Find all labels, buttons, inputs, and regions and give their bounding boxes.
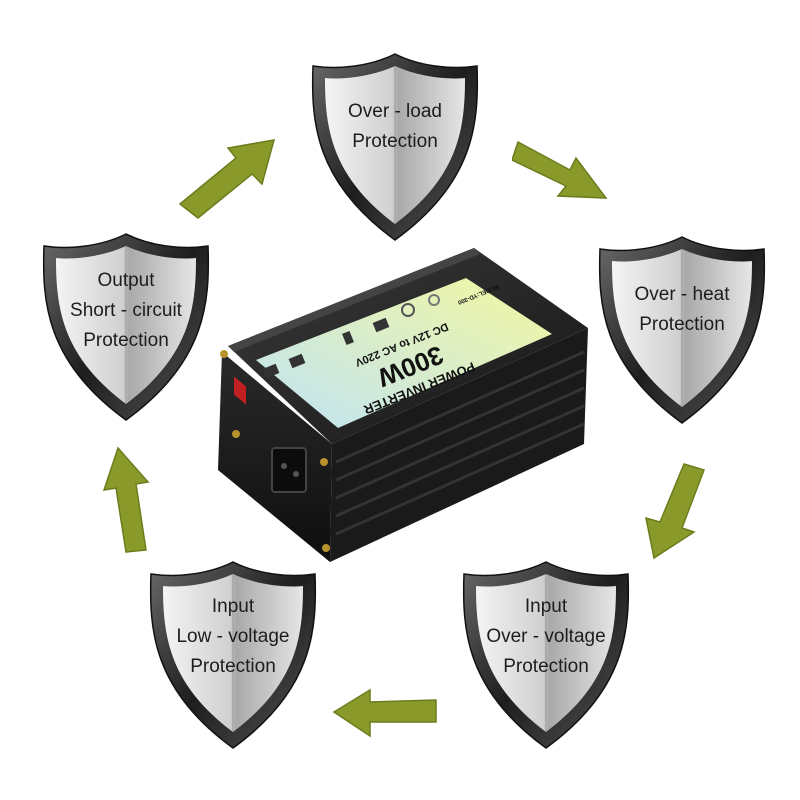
shield-line: Protection [503, 656, 589, 677]
shield-line: Protection [83, 330, 169, 351]
lamp-icon [428, 294, 440, 306]
inverter-fins [335, 350, 585, 536]
power-switch [234, 376, 246, 405]
shield-line: Short - circuit [70, 300, 182, 321]
outlet-hole [293, 471, 299, 477]
camera-icon [372, 317, 390, 333]
inverter-fin-left [228, 248, 480, 352]
outlet-hole [281, 463, 287, 469]
arrow-shape [102, 446, 150, 553]
shield-input-low-voltage: Input Low - voltage Protection [147, 560, 319, 750]
shield-line: Over - heat [634, 284, 730, 305]
laptop-icon [288, 353, 306, 369]
arrow-shape [512, 140, 608, 199]
inverter-label-icons [262, 294, 440, 379]
shield-label: Over - heat Protection [610, 265, 754, 355]
phone-icon [342, 330, 354, 346]
ac-outlet [271, 447, 307, 493]
shield-line: Low - voltage [176, 626, 290, 647]
shield-label: Input Over - voltage Protection [474, 592, 618, 682]
shield-label: Input Low - voltage Protection [161, 592, 305, 682]
shield-line: Over - voltage [486, 626, 606, 647]
arrow-overheat-to-input-over-voltage [645, 463, 705, 560]
shield-over-load: Over - load Protection [309, 52, 481, 242]
arrow-input-over-to-low-voltage [332, 688, 437, 738]
screw [322, 544, 330, 552]
tv-icon [262, 363, 280, 379]
screw [320, 458, 328, 466]
screw [232, 430, 240, 438]
shield-output-short-circuit: Output Short - circuit Protection [40, 232, 212, 422]
arrow-shape [645, 463, 705, 560]
shield-line: Input [524, 596, 568, 617]
shield-label: Over - load Protection [323, 82, 467, 172]
shield-line: Output [97, 270, 155, 291]
shield-line: Protection [639, 314, 725, 335]
shield-label: Output Short - circuit Protection [54, 266, 198, 356]
shield-line: Input [211, 596, 255, 617]
shield-line: Over - load [348, 101, 442, 122]
arrow-shape [178, 139, 276, 219]
inverter-label [256, 278, 552, 428]
shield-line: Protection [352, 131, 438, 152]
screw [220, 350, 228, 358]
shield-over-heat: Over - heat Protection [596, 235, 768, 425]
power-inverter-image: POWER INVERTER 300W DC 12V to AC 220V MO… [218, 248, 588, 562]
shield-input-over-voltage: Input Over - voltage Protection [460, 560, 632, 750]
fan-icon [401, 303, 415, 317]
arrow-overload-to-overheat [512, 140, 608, 199]
shield-line: Protection [190, 656, 276, 677]
arrow-low-voltage-to-output [102, 446, 150, 553]
arrow-output-to-overload [178, 139, 276, 219]
arrow-shape [332, 688, 437, 738]
